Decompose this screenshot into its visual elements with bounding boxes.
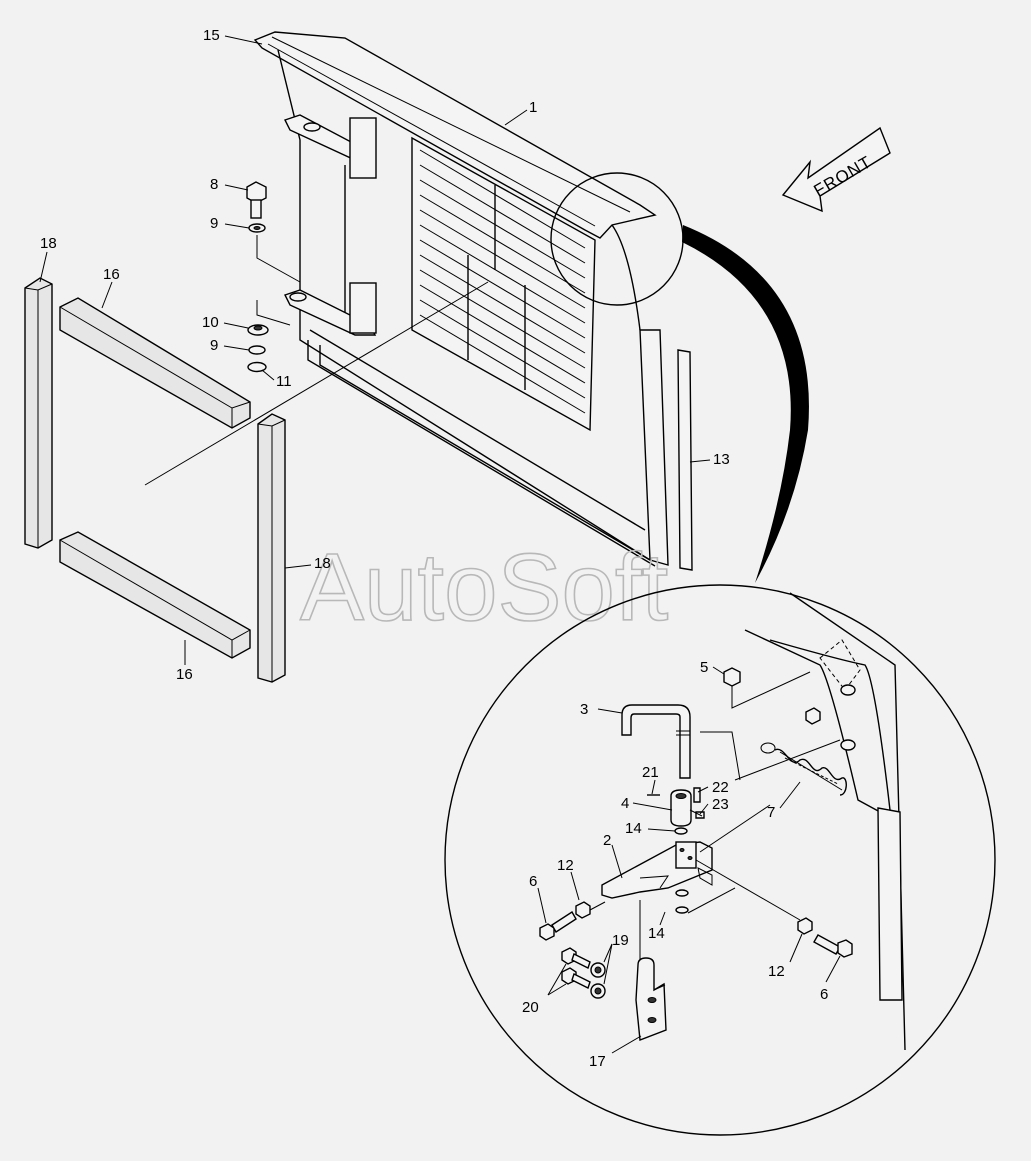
washer-11 [247, 361, 267, 373]
pivot-fasteners [246, 181, 301, 373]
washer-14-upper [674, 827, 688, 835]
callout-15: 15 [203, 27, 220, 44]
seal-leader-line [144, 281, 489, 486]
bolt-6-left [539, 923, 555, 941]
lower-pivot-hole [289, 292, 307, 302]
small-nut [805, 707, 821, 725]
foam-seals [24, 277, 286, 683]
callout-1: 1 [529, 99, 537, 116]
callout-20: 20 [522, 999, 539, 1016]
callout-12-left: 12 [557, 857, 574, 874]
leader-lines [39, 35, 841, 1054]
callout-6-right: 6 [820, 986, 828, 1003]
top-cap [253, 31, 657, 239]
callout-14-upper: 14 [625, 820, 642, 837]
side-seal-strip [677, 349, 693, 571]
frame-assembly [253, 31, 669, 567]
callout-16-lower: 16 [176, 666, 193, 683]
washer-14-lower-b [675, 906, 689, 914]
callout-4: 4 [621, 795, 629, 812]
callout-19: 19 [612, 932, 629, 949]
callout-18-left: 18 [40, 235, 57, 252]
callout-13: 13 [713, 451, 730, 468]
screw-22 [693, 787, 701, 803]
detail-circle-border [444, 584, 996, 1136]
upper-pivot-hole [303, 122, 321, 132]
watermark-text: AutoSoft [300, 534, 668, 641]
callout-11: 11 [276, 373, 292, 390]
hinge-detail-view [444, 584, 996, 1136]
nut-12-left [575, 901, 591, 919]
callout-7: 7 [767, 804, 775, 821]
callout-9-upper: 9 [210, 215, 218, 232]
bolt-6-right [813, 934, 841, 955]
callout-22: 22 [712, 779, 729, 796]
bolt-8 [246, 181, 267, 204]
detail-connector-swoosh [682, 225, 809, 583]
lower-bracket-block [349, 282, 377, 334]
callout-8: 8 [210, 176, 218, 193]
callout-16-upper: 16 [103, 266, 120, 283]
hinge-pin-3 [621, 704, 691, 779]
callout-labels: 15 1 8 9 18 16 10 9 11 13 18 16 5 3 21 2… [40, 27, 828, 1070]
callout-23: 23 [712, 796, 729, 813]
callout-12-right: 12 [768, 963, 785, 980]
callout-5: 5 [700, 659, 708, 676]
callout-9-lower: 9 [210, 337, 218, 354]
callout-6-left: 6 [529, 873, 537, 890]
callout-10: 10 [202, 314, 219, 331]
nut-12-right [797, 917, 813, 935]
callout-18-right: 18 [314, 555, 331, 572]
washer-9-lower [248, 345, 266, 355]
callout-17: 17 [589, 1053, 606, 1070]
bolt-8-shank [250, 199, 262, 219]
washer-14-lower-a [675, 889, 689, 897]
callout-14-lower: 14 [648, 925, 665, 942]
upper-bracket-block [349, 117, 377, 179]
callout-3: 3 [580, 701, 588, 718]
spring-7 [760, 742, 847, 796]
nut-5 [723, 667, 741, 687]
front-direction-arrow: FRONT [781, 126, 891, 213]
collar-4 [670, 789, 692, 827]
callout-2: 2 [603, 832, 611, 849]
frame-right-side [639, 329, 669, 566]
louvered-grille [411, 136, 596, 432]
callout-21: 21 [642, 764, 659, 781]
hinge-block [675, 841, 697, 869]
